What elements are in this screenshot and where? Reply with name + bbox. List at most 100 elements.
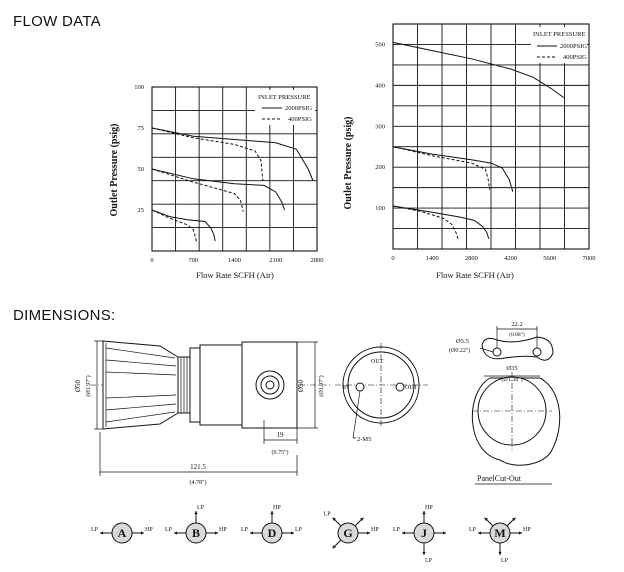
chart2-legend-dashed-label: 400PSIG <box>563 54 587 61</box>
chart2-y-tick: 300 <box>375 123 385 130</box>
chart1-y-tick: 75 <box>138 125 145 132</box>
chart1-series <box>151 127 314 243</box>
chart2-y-tick: 100 <box>375 205 385 212</box>
port-config-letter: M <box>494 526 505 540</box>
height-dim-mm: Ø50 <box>74 379 82 392</box>
port-label: HP <box>145 527 153 533</box>
chart1-y-tick: 25 <box>138 207 145 214</box>
chart1-legend-solid-label: 2000PSIG <box>285 105 312 112</box>
chart2-legend-title: INLET PRESSURE <box>533 31 585 38</box>
chart1-x-tick: 2800 <box>311 257 324 264</box>
chart2-series-1-2000psig <box>392 146 514 192</box>
port-config-letter: D <box>268 526 277 540</box>
port-config-circle <box>413 522 435 544</box>
port-config-circle <box>489 522 511 544</box>
port-config-d: LP HP LP D <box>241 505 303 544</box>
hole-dia-mm: Ø5.5 <box>456 338 469 345</box>
chart2-legend-solid-label: 2000PSIG <box>560 43 587 50</box>
port-config-j: LP HP LP J <box>393 505 446 564</box>
chart2-series <box>392 41 565 241</box>
regulator-end-view: IN OUT OUT 2-M5 <box>335 343 428 443</box>
thread-label: 2-M5 <box>357 436 371 443</box>
chart2-x-tick: 5600 <box>543 255 556 262</box>
port-label: LP <box>393 527 401 533</box>
port-config-letter: G <box>343 526 352 540</box>
chart2-ylabel: Outlet Pressure (psig) <box>343 117 354 210</box>
mount-bracket <box>481 336 554 361</box>
chart2-series-3-2000psig <box>392 205 490 239</box>
regulator-side-view: 19 (0.75") Ø50 (Ø1.97") Ø50 (Ø1.97") 121… <box>74 340 330 486</box>
port-dim-mm: 19 <box>277 431 285 439</box>
in-label: IN <box>343 385 350 391</box>
chart1-legend-title: INLET PRESSURE <box>258 94 310 101</box>
port-config-circle <box>185 522 207 544</box>
chart1-xlabel: Flow Rate SCFH (Air) <box>196 270 274 280</box>
port-config-letter: A <box>118 526 127 540</box>
chart1-x-tick: 1400 <box>228 257 241 264</box>
port-dim-in: (0.75") <box>272 449 289 456</box>
port-label: LP <box>165 527 173 533</box>
chart2-y-tick: 500 <box>375 41 385 48</box>
port-config-circle <box>261 522 283 544</box>
port-label: HP <box>371 527 379 533</box>
chart2-series-4-400psig <box>392 205 460 241</box>
port-config-m: LP HP LP M <box>469 517 531 564</box>
port-label: HP <box>273 505 281 511</box>
port-label: LP <box>295 527 303 533</box>
cutout-dia-mm: Ø35 <box>506 365 517 372</box>
knob <box>102 340 179 430</box>
port-label: LP <box>324 512 332 518</box>
chart1-x-tick: 2100 <box>269 257 282 264</box>
length-dim-mm: 121.5 <box>190 463 206 471</box>
chart1-y-tick: 100 <box>134 84 144 91</box>
body-height-dim-in: (Ø1.97") <box>318 375 325 396</box>
hole-spacing-in: (0.88") <box>509 331 525 338</box>
chart2-legend-bg <box>531 27 587 63</box>
chart2-x-tick: 0 <box>391 255 394 262</box>
chart2-series-0-2000psig <box>392 41 565 99</box>
chart1-series-4-2000psig <box>151 209 216 242</box>
chart1-series-1-400psig <box>151 127 264 181</box>
chart2-x-tick: 1400 <box>426 255 439 262</box>
port-label: LP <box>469 527 477 533</box>
port-label: LP <box>425 558 433 564</box>
panel-cutout: 22.2 (0.88") Ø5.5 (Ø0.22") Ø35 (Ø1.38") … <box>449 321 561 485</box>
chart2-series-2-400psig <box>392 146 491 190</box>
dimensions-title: DIMENSIONS: <box>13 307 116 324</box>
mount-hole-right <box>532 347 542 357</box>
chart1-series-3-400psig <box>151 168 244 212</box>
chart2-frame <box>392 23 590 250</box>
chart1-legend-dashed-label: 400PSIG <box>288 116 312 123</box>
mount-hole-left <box>492 347 502 357</box>
out-port <box>395 382 405 392</box>
port-config-letter: J <box>421 526 427 540</box>
chart1-series-2-2000psig <box>151 168 286 211</box>
out-label-top: OUT <box>371 359 384 365</box>
port-label: LP <box>501 558 509 564</box>
chart1-x-tick: 0 <box>150 257 153 264</box>
chart2-x-tick: 4200 <box>504 255 517 262</box>
port-label: HP <box>219 527 227 533</box>
cutout-dia-in: (Ø1.38") <box>501 376 522 383</box>
hole-dia-in: (Ø0.22") <box>449 347 470 354</box>
chart2-xlabel: Flow Rate SCFH (Air) <box>436 270 514 280</box>
in-port <box>355 382 365 392</box>
port-label: HP <box>523 527 531 533</box>
port-label: HP <box>425 505 433 511</box>
length-dim-in: (4.78") <box>190 479 207 486</box>
hole-spacing-mm: 22.2 <box>511 321 522 328</box>
port-config-letter: B <box>192 526 200 540</box>
chart2-y-tick: 200 <box>375 164 385 171</box>
chart2-x-tick: 7000 <box>583 255 596 262</box>
port-config-circle <box>111 522 133 544</box>
port-label: LP <box>241 527 249 533</box>
flow-data-title: FLOW DATA <box>13 13 101 30</box>
